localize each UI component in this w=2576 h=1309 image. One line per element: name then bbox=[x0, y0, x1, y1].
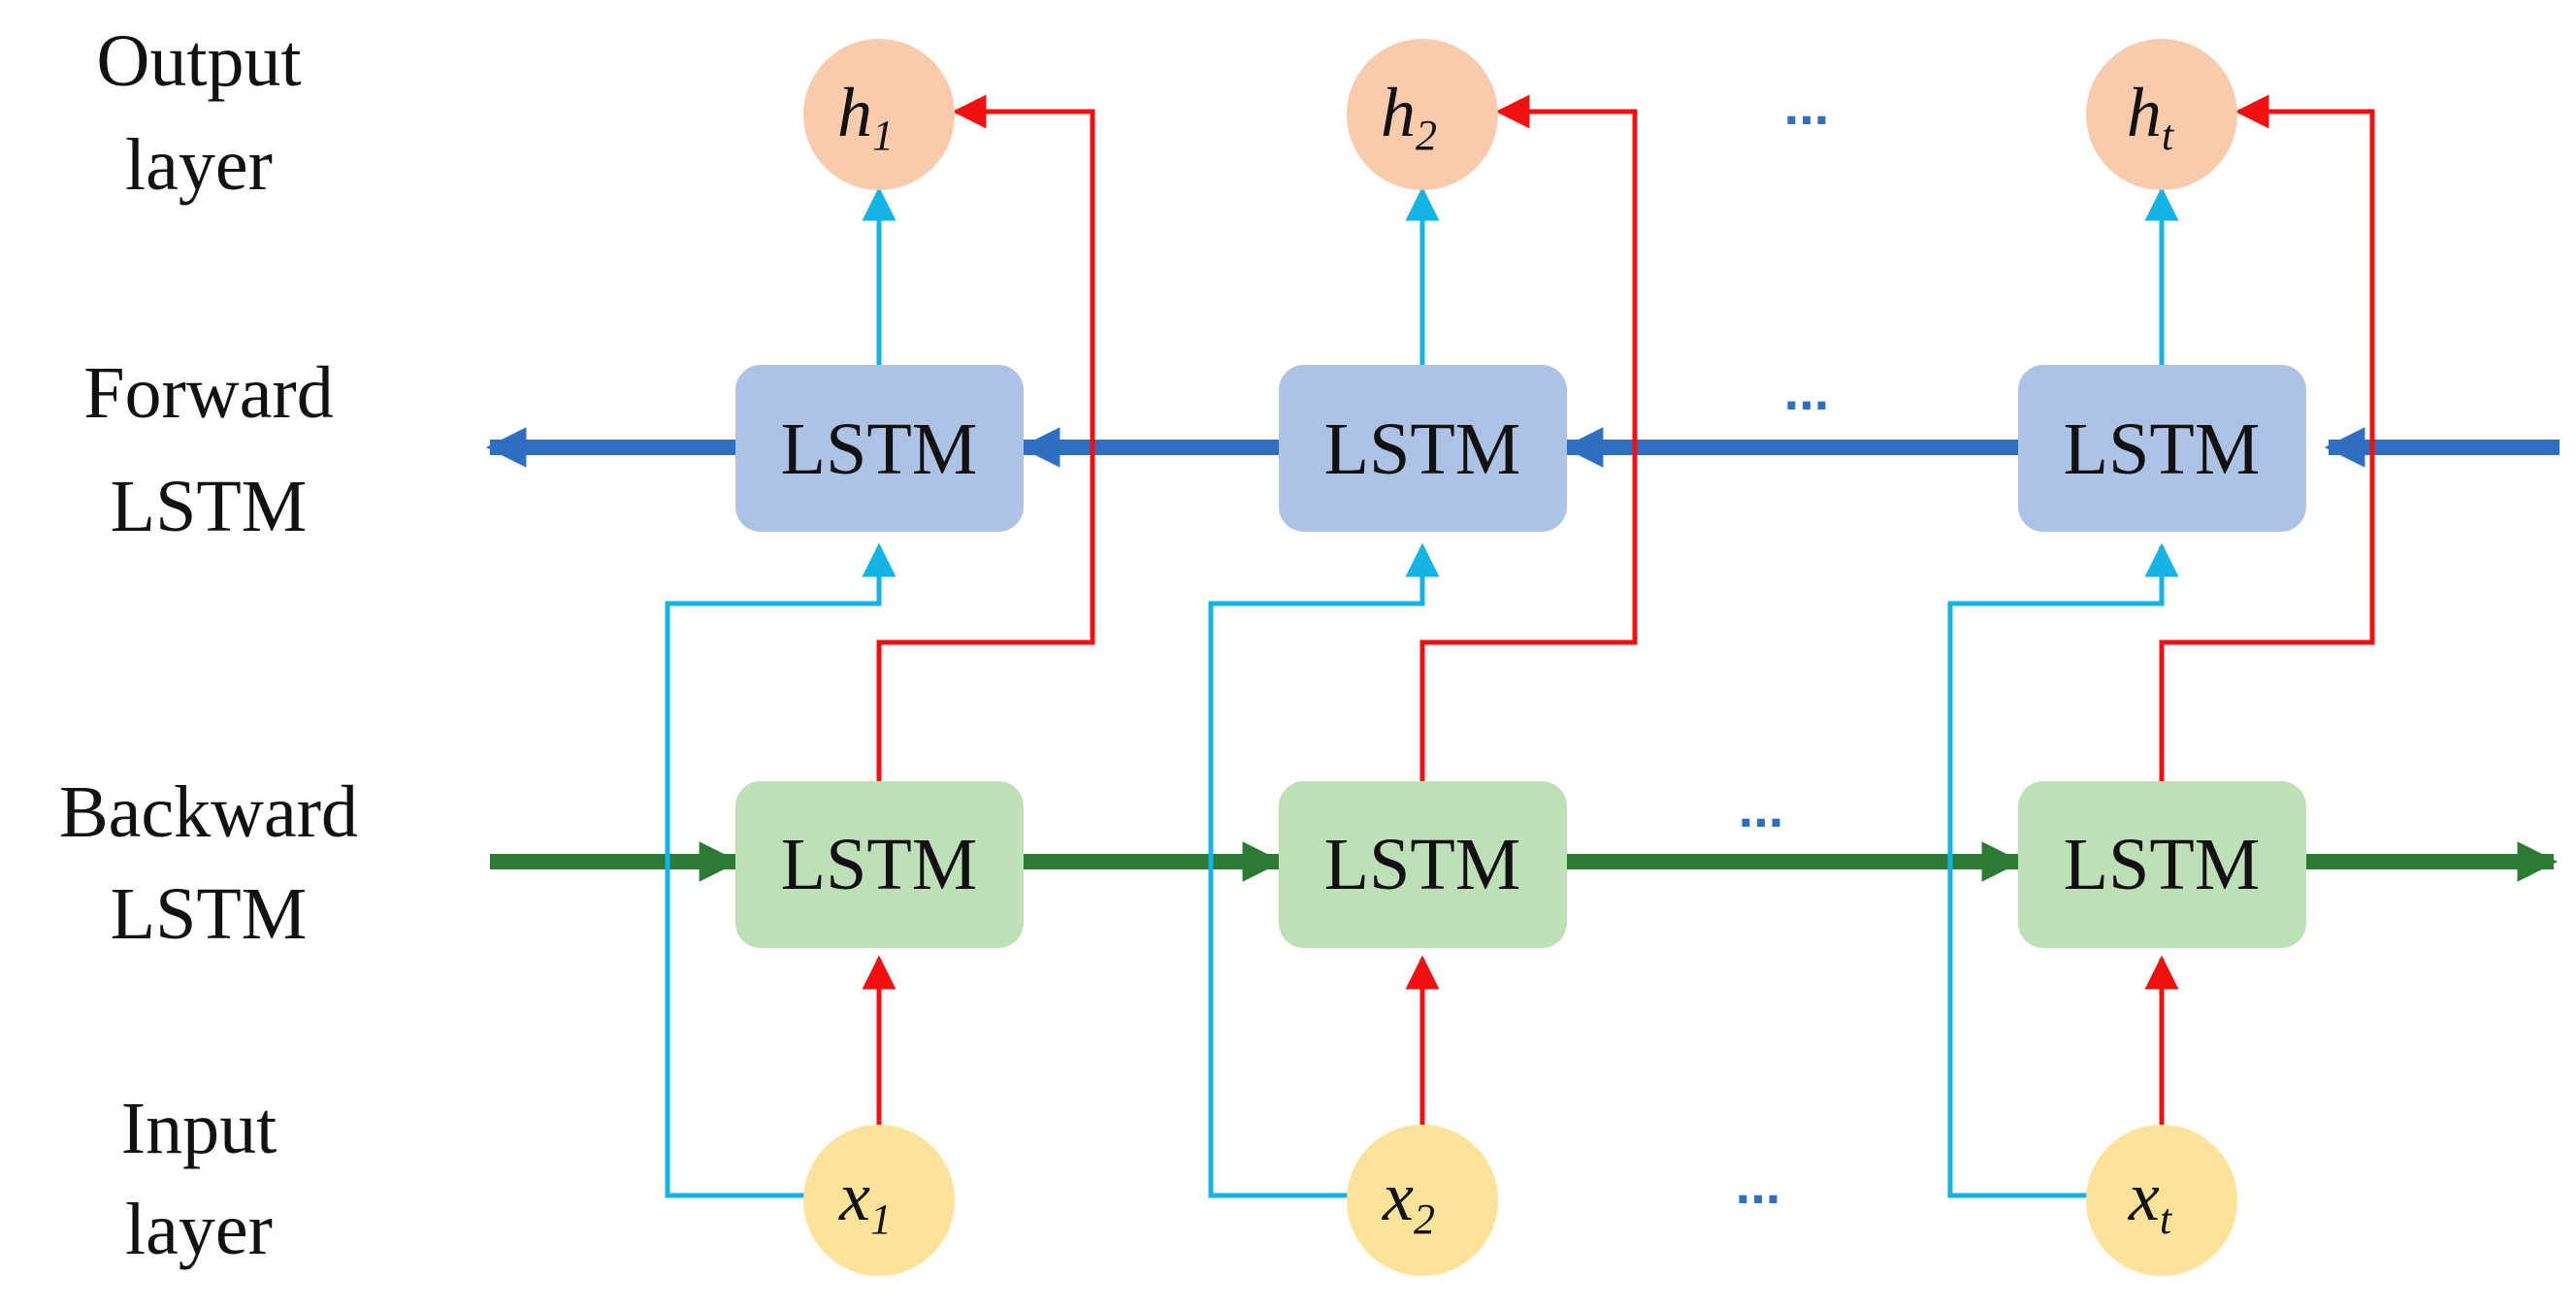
forward-lstm-label-line1: Forward bbox=[83, 352, 334, 434]
input-t-to-forward-t bbox=[1947, 542, 2179, 1198]
backward-lstm-label-line2: LSTM bbox=[111, 873, 308, 955]
input-1-to-forward-1 bbox=[665, 542, 897, 1198]
backward-lstm-label: LSTM bbox=[781, 824, 978, 905]
input-node-base: x bbox=[838, 1158, 870, 1235]
svg-text:x2: x2 bbox=[1382, 1158, 1435, 1243]
input-node-sub: 1 bbox=[870, 1195, 892, 1243]
row-labels: Output layer Forward LSTM Backward LSTM … bbox=[59, 20, 358, 1270]
svg-text:x1: x1 bbox=[838, 1158, 892, 1243]
output-node-1: h1 bbox=[803, 39, 955, 190]
output-node-base: h bbox=[837, 74, 872, 151]
forward-lstm-label: LSTM bbox=[2064, 409, 2261, 490]
input-node-1: x1 bbox=[803, 1125, 955, 1276]
forward-ellipsis: ... bbox=[1784, 360, 1830, 421]
backward-lstm-cell: LSTM bbox=[735, 781, 1024, 948]
backward-1-to-output-1 bbox=[876, 94, 1095, 781]
output-node-2: h2 bbox=[1347, 39, 1498, 190]
output-layer-label-line1: Output bbox=[96, 20, 301, 102]
forward-lstm-cell: LSTM bbox=[2018, 365, 2306, 532]
input-layer-label-line2: layer bbox=[125, 1189, 273, 1270]
forward-lstm-cell: LSTM bbox=[735, 365, 1024, 532]
input-layer-label-line1: Input bbox=[121, 1088, 277, 1169]
svg-text:h1: h1 bbox=[837, 74, 894, 159]
backward-lstm-boxes: LSTM LSTM LSTM bbox=[735, 781, 2306, 948]
output-node-sub: t bbox=[2162, 112, 2175, 159]
forward-lstm-label-line2: LSTM bbox=[111, 466, 308, 547]
input-node-t: xt bbox=[2086, 1125, 2237, 1276]
output-ellipsis: ... bbox=[1784, 75, 1830, 136]
backward-lstm-label: LSTM bbox=[1324, 824, 1521, 905]
output-node-sub: 2 bbox=[1416, 112, 1437, 159]
input-node-2: x2 bbox=[1347, 1125, 1498, 1276]
cyan-connections bbox=[665, 186, 2179, 1198]
backward-lstm-cell: LSTM bbox=[2018, 781, 2306, 948]
backward-2-to-output-2 bbox=[1419, 94, 1638, 781]
svg-text:xt: xt bbox=[2128, 1158, 2173, 1243]
output-node-sub: 1 bbox=[872, 112, 894, 159]
forward-lstm-boxes: LSTM LSTM LSTM bbox=[735, 365, 2306, 532]
red-connections bbox=[862, 94, 2375, 1126]
output-nodes: h1 h2 ht bbox=[803, 39, 2237, 190]
output-node-base: h bbox=[2127, 74, 2162, 151]
svg-text:ht: ht bbox=[2127, 74, 2175, 159]
ellipses: ... ... ... ... bbox=[1736, 75, 1830, 1215]
backward-t-to-output-t bbox=[2159, 94, 2375, 781]
backward-lstm-cell: LSTM bbox=[1279, 781, 1567, 948]
backward-ellipsis: ... bbox=[1739, 777, 1784, 838]
input-node-sub: 2 bbox=[1414, 1195, 1435, 1243]
backward-lstm-label-line1: Backward bbox=[59, 771, 358, 853]
output-layer-label-line2: layer bbox=[125, 124, 273, 206]
forward-lstm-label: LSTM bbox=[781, 409, 978, 490]
output-node-base: h bbox=[1381, 74, 1416, 151]
input-2-to-forward-2 bbox=[1208, 542, 1440, 1198]
forward-lstm-cell: LSTM bbox=[1279, 365, 1567, 532]
input-node-base: x bbox=[1382, 1158, 1414, 1235]
svg-text:h2: h2 bbox=[1381, 74, 1437, 159]
backward-lstm-label: LSTM bbox=[2064, 824, 2261, 905]
input-nodes: x1 x2 xt bbox=[803, 1125, 2237, 1276]
input-node-sub: t bbox=[2160, 1195, 2173, 1243]
forward-lstm-label: LSTM bbox=[1324, 409, 1521, 490]
input-ellipsis: ... bbox=[1736, 1154, 1781, 1215]
output-node-t: ht bbox=[2086, 39, 2237, 190]
input-node-base: x bbox=[2128, 1158, 2160, 1235]
